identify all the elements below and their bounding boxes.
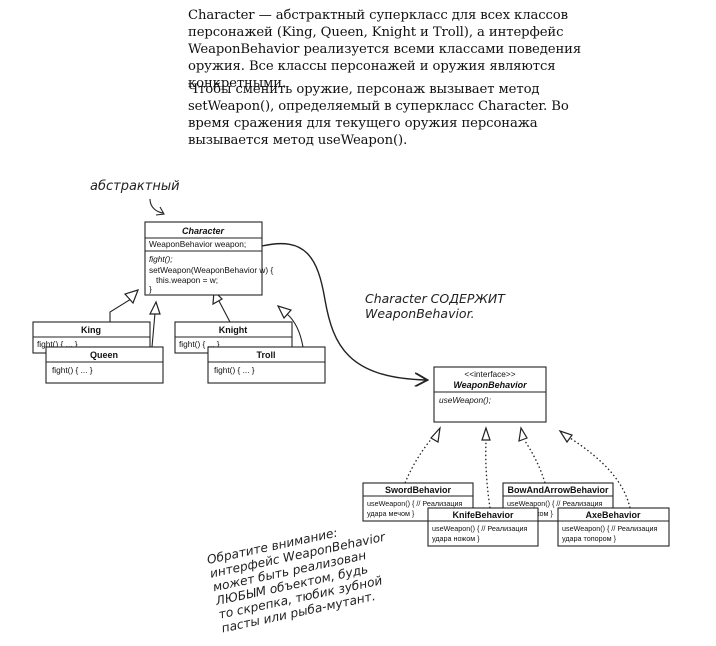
- queen-name: Queen: [90, 350, 118, 360]
- axe-line2: удара топором }: [562, 534, 617, 543]
- knight-method: fight() { ... }: [179, 339, 220, 349]
- king-method: fight() { ... }: [37, 339, 78, 349]
- knife-line2: удара ножом }: [432, 534, 480, 543]
- has-a-arrow: [261, 242, 426, 380]
- queen-inherit-line: [151, 312, 156, 348]
- sword-line1: useWeapon() { // Реализация: [367, 499, 463, 508]
- setweapon-paragraph: Чтобы сменить оружие, персонаж вызывает …: [188, 82, 569, 148]
- abstract-pointer-head: [155, 206, 165, 216]
- axe-name: AxeBehavior: [585, 510, 641, 520]
- character-attribute: WeaponBehavior weapon;: [149, 239, 246, 249]
- knife-realize-arrow: [481, 426, 491, 441]
- bow-line1: useWeapon() { // Реализация: [507, 499, 603, 508]
- weaponbehavior-interface: <<interface>> WeaponBehavior useWeapon()…: [433, 366, 547, 423]
- contains-annotation-line2: WeaponBehavior.: [365, 306, 475, 321]
- character-method-body: this.weapon = w;: [156, 275, 218, 285]
- axebehavior-class: AxeBehavior useWeapon() { // Реализация …: [557, 507, 670, 547]
- sword-realize-line: [404, 436, 434, 484]
- king-name: King: [81, 325, 101, 335]
- knifebehavior-class: KnifeBehavior useWeapon() { // Реализаци…: [427, 507, 539, 547]
- character-class: Character WeaponBehavior weapon; fight()…: [144, 221, 273, 296]
- intro-paragraph: Character — абстрактный суперкласс для в…: [188, 8, 582, 91]
- bow-realize-line: [524, 440, 546, 484]
- queen-class: Queen fight() { ... }: [45, 346, 164, 384]
- troll-method: fight() { ... }: [214, 365, 255, 375]
- character-method-fight: fight();: [149, 254, 173, 264]
- interface-stereotype: <<interface>>: [464, 369, 515, 379]
- troll-inherit-arrow: [276, 305, 293, 320]
- knight-name: Knight: [219, 325, 248, 335]
- interface-method: useWeapon();: [439, 395, 492, 405]
- queen-inherit-arrow: [149, 300, 161, 315]
- axe-realize-line: [569, 437, 631, 509]
- troll-inherit-line: [286, 313, 304, 348]
- troll-name: Troll: [256, 350, 275, 360]
- character-name: Character: [182, 226, 225, 236]
- knife-realize-line: [485, 441, 491, 509]
- swordbehavior-class: SwordBehavior useWeapon() { // Реализаци…: [362, 482, 474, 522]
- bow-name: BowAndArrowBehavior: [507, 485, 609, 495]
- abstract-annotation: абстрактный: [90, 179, 180, 194]
- king-inherit-line: [109, 298, 132, 322]
- abstract-pointer: [149, 198, 164, 214]
- sword-name: SwordBehavior: [385, 485, 452, 495]
- troll-class: Troll fight() { ... }: [207, 346, 326, 384]
- contains-annotation-line1: Character СОДЕРЖИТ: [365, 291, 506, 306]
- queen-method: fight() { ... }: [52, 365, 93, 375]
- bow-realize-arrow: [518, 426, 528, 442]
- character-method-close: }: [149, 284, 152, 294]
- axe-line1: useWeapon() { // Реализация: [562, 524, 658, 533]
- character-method-setweapon: setWeapon(WeaponBehavior w) {: [149, 265, 273, 275]
- interface-note: Обратите внимание: интерфейс WeaponBehav…: [206, 526, 388, 636]
- interface-name: WeaponBehavior: [453, 380, 527, 390]
- knife-name: KnifeBehavior: [452, 510, 514, 520]
- axe-realize-arrow: [558, 429, 573, 444]
- knife-line1: useWeapon() { // Реализация: [432, 524, 528, 533]
- sword-line2: удара мечом }: [367, 509, 415, 518]
- sword-realize-arrow: [430, 426, 441, 443]
- knight-inherit-line: [218, 300, 231, 323]
- king-inherit-arrow: [123, 289, 140, 305]
